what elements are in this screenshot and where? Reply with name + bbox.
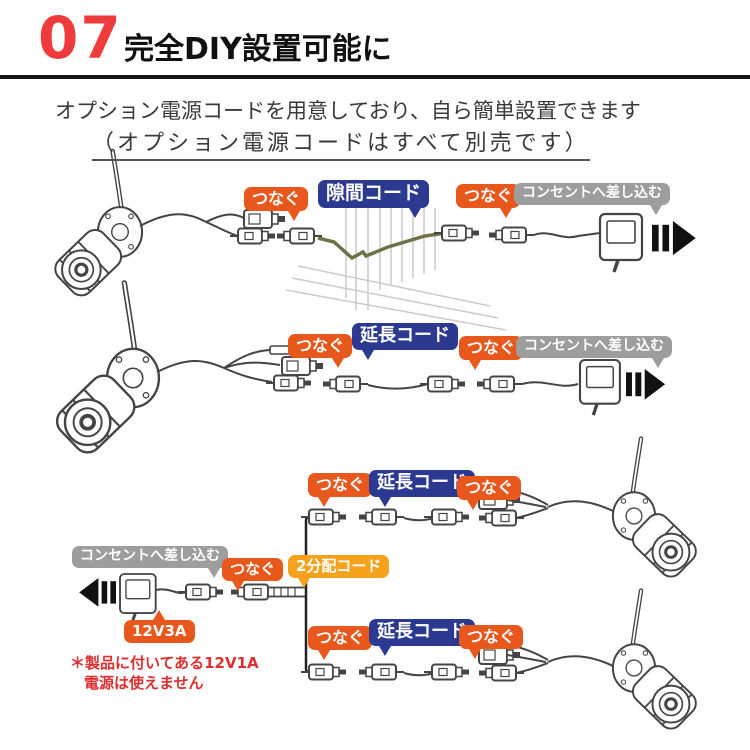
- intro-text-line1: オプション電源コードを用意しており、自ら簡単設置できます: [55, 99, 641, 123]
- warning-note-line2: 電源は使えません: [84, 674, 204, 692]
- label-plug-into-outlet: コンセントへ差し込む: [516, 336, 672, 368]
- label-connect: つなぐ: [459, 336, 524, 371]
- section-number: 07: [38, 4, 123, 72]
- power-adapter-2-illustration: [578, 358, 622, 417]
- camera-3-illustration: [613, 439, 701, 582]
- label-connect: つなぐ: [222, 558, 284, 591]
- label-adapter-spec: 12V3A: [124, 610, 195, 643]
- splitter-cable-illustration: [155, 515, 310, 674]
- label-connect: つなぐ: [459, 625, 524, 660]
- page-title: 完全DIY設置可能に: [124, 32, 392, 67]
- fast-forward-arrow-2-icon: [626, 369, 666, 400]
- power-adapter-1-illustration: [598, 212, 644, 274]
- extension-cord-row2-illustration: [367, 383, 429, 390]
- gap-cable-illustration: [317, 231, 447, 261]
- label-connect: つなぐ: [457, 476, 522, 511]
- label-connect: つなぐ: [308, 473, 373, 508]
- label-connect: つなぐ: [308, 626, 373, 661]
- warning-note-line1: ＊製品に付いてある12V1A: [70, 654, 259, 672]
- row2-cables: [156, 345, 579, 393]
- camera-1-illustration: [50, 151, 142, 300]
- power-adapter-3-illustration: [118, 572, 158, 625]
- label-extension-cord: 延長コード: [352, 323, 458, 360]
- intro-text-line2: （オプション電源コードはすべて別売です）: [92, 125, 590, 161]
- label-plug-into-outlet: コンセントへ差し込む: [514, 183, 670, 215]
- fast-forward-arrow-1-icon: [652, 221, 696, 256]
- label-splitter-cord: 2分配コード: [288, 555, 390, 588]
- header-divider: [0, 75, 750, 79]
- camera-2-illustration: [51, 283, 159, 458]
- label-connect: つなぐ: [288, 334, 353, 369]
- camera-4-illustration: [613, 591, 701, 734]
- rewind-arrow-icon: [79, 578, 116, 607]
- label-gap-cord: 隙間コード: [318, 180, 430, 218]
- window-frame-illustration: [285, 200, 507, 331]
- label-extension-cord: 延長コード: [369, 619, 475, 656]
- label-connect: つなぐ: [244, 187, 309, 222]
- label-connect: つなぐ: [456, 184, 521, 219]
- label-plug-into-outlet: コンセントへ差し込む: [72, 546, 228, 578]
- row1-cables: [139, 209, 601, 261]
